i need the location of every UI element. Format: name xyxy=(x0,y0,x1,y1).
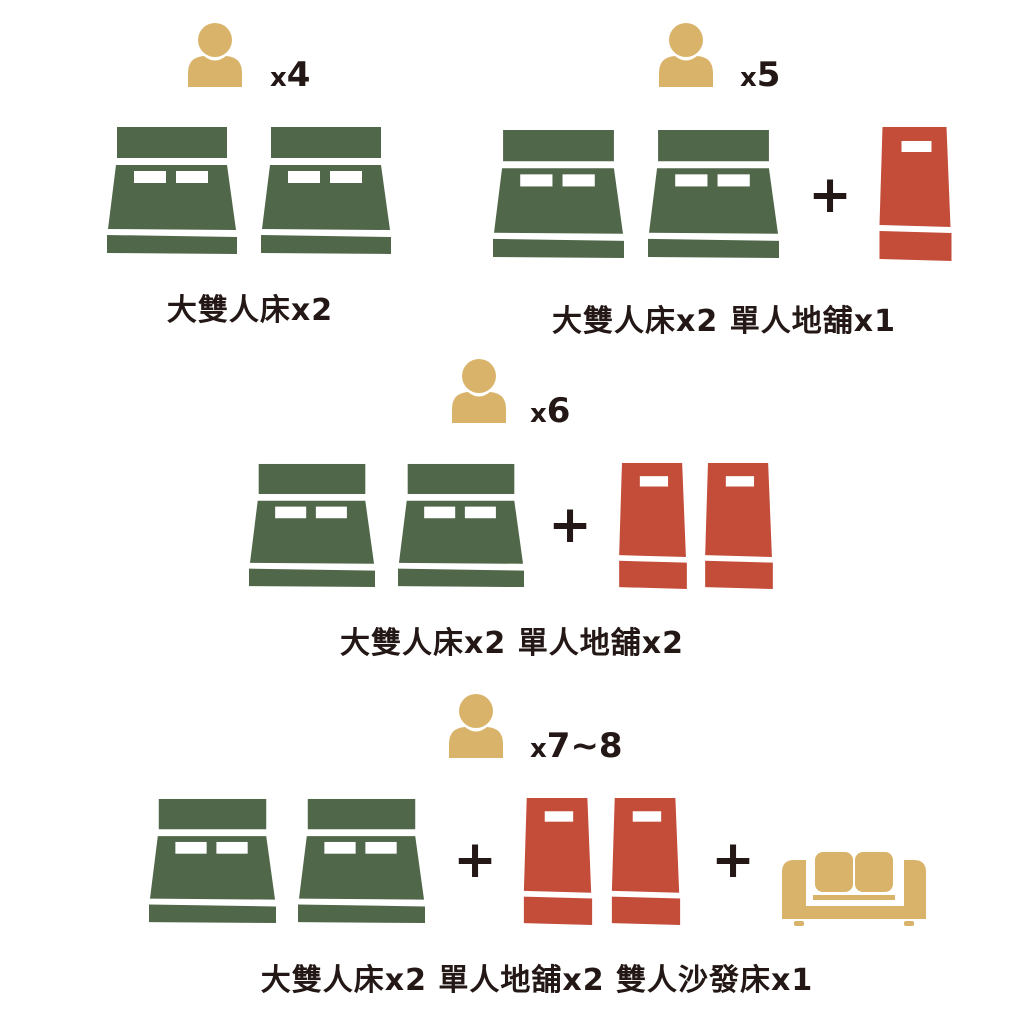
plus-sign: + xyxy=(711,830,755,890)
floor-mattress-icon xyxy=(879,127,952,261)
option-label: 大雙人床x2 單人地舖x2 雙人沙發床x1 xyxy=(260,963,814,998)
floor-mattress-icon xyxy=(618,463,688,589)
floor-mattress-icon xyxy=(704,463,774,589)
person-count: x6 xyxy=(530,391,571,431)
double-bed-icon xyxy=(648,128,779,261)
option-label: 大雙人床x2 單人地舖x1 xyxy=(552,304,896,339)
double-bed-icon xyxy=(398,463,524,589)
person-icon xyxy=(657,23,715,89)
floor-mattress-icon xyxy=(523,798,593,925)
double-bed-icon xyxy=(107,127,237,255)
person-icon xyxy=(450,359,508,425)
person-count: x7~8 xyxy=(530,726,623,766)
plus-sign: + xyxy=(453,830,497,890)
plus-sign: + xyxy=(808,165,852,225)
double-bed-icon xyxy=(261,127,391,255)
option-label: 大雙人床x2 單人地舖x2 xyxy=(340,626,684,661)
floor-mattress-icon xyxy=(611,798,681,925)
double-bed-icon xyxy=(298,798,425,925)
double-bed-icon xyxy=(149,798,276,925)
double-bed-icon xyxy=(249,463,375,589)
person-icon xyxy=(447,694,505,760)
option-label: 大雙人床x2 xyxy=(166,293,334,328)
person-count: x5 xyxy=(740,55,781,95)
person-count: x4 xyxy=(270,55,311,95)
plus-sign: + xyxy=(548,495,592,555)
person-icon xyxy=(186,23,244,89)
double-bed-icon xyxy=(493,128,624,261)
sofa-bed-icon xyxy=(782,852,926,926)
